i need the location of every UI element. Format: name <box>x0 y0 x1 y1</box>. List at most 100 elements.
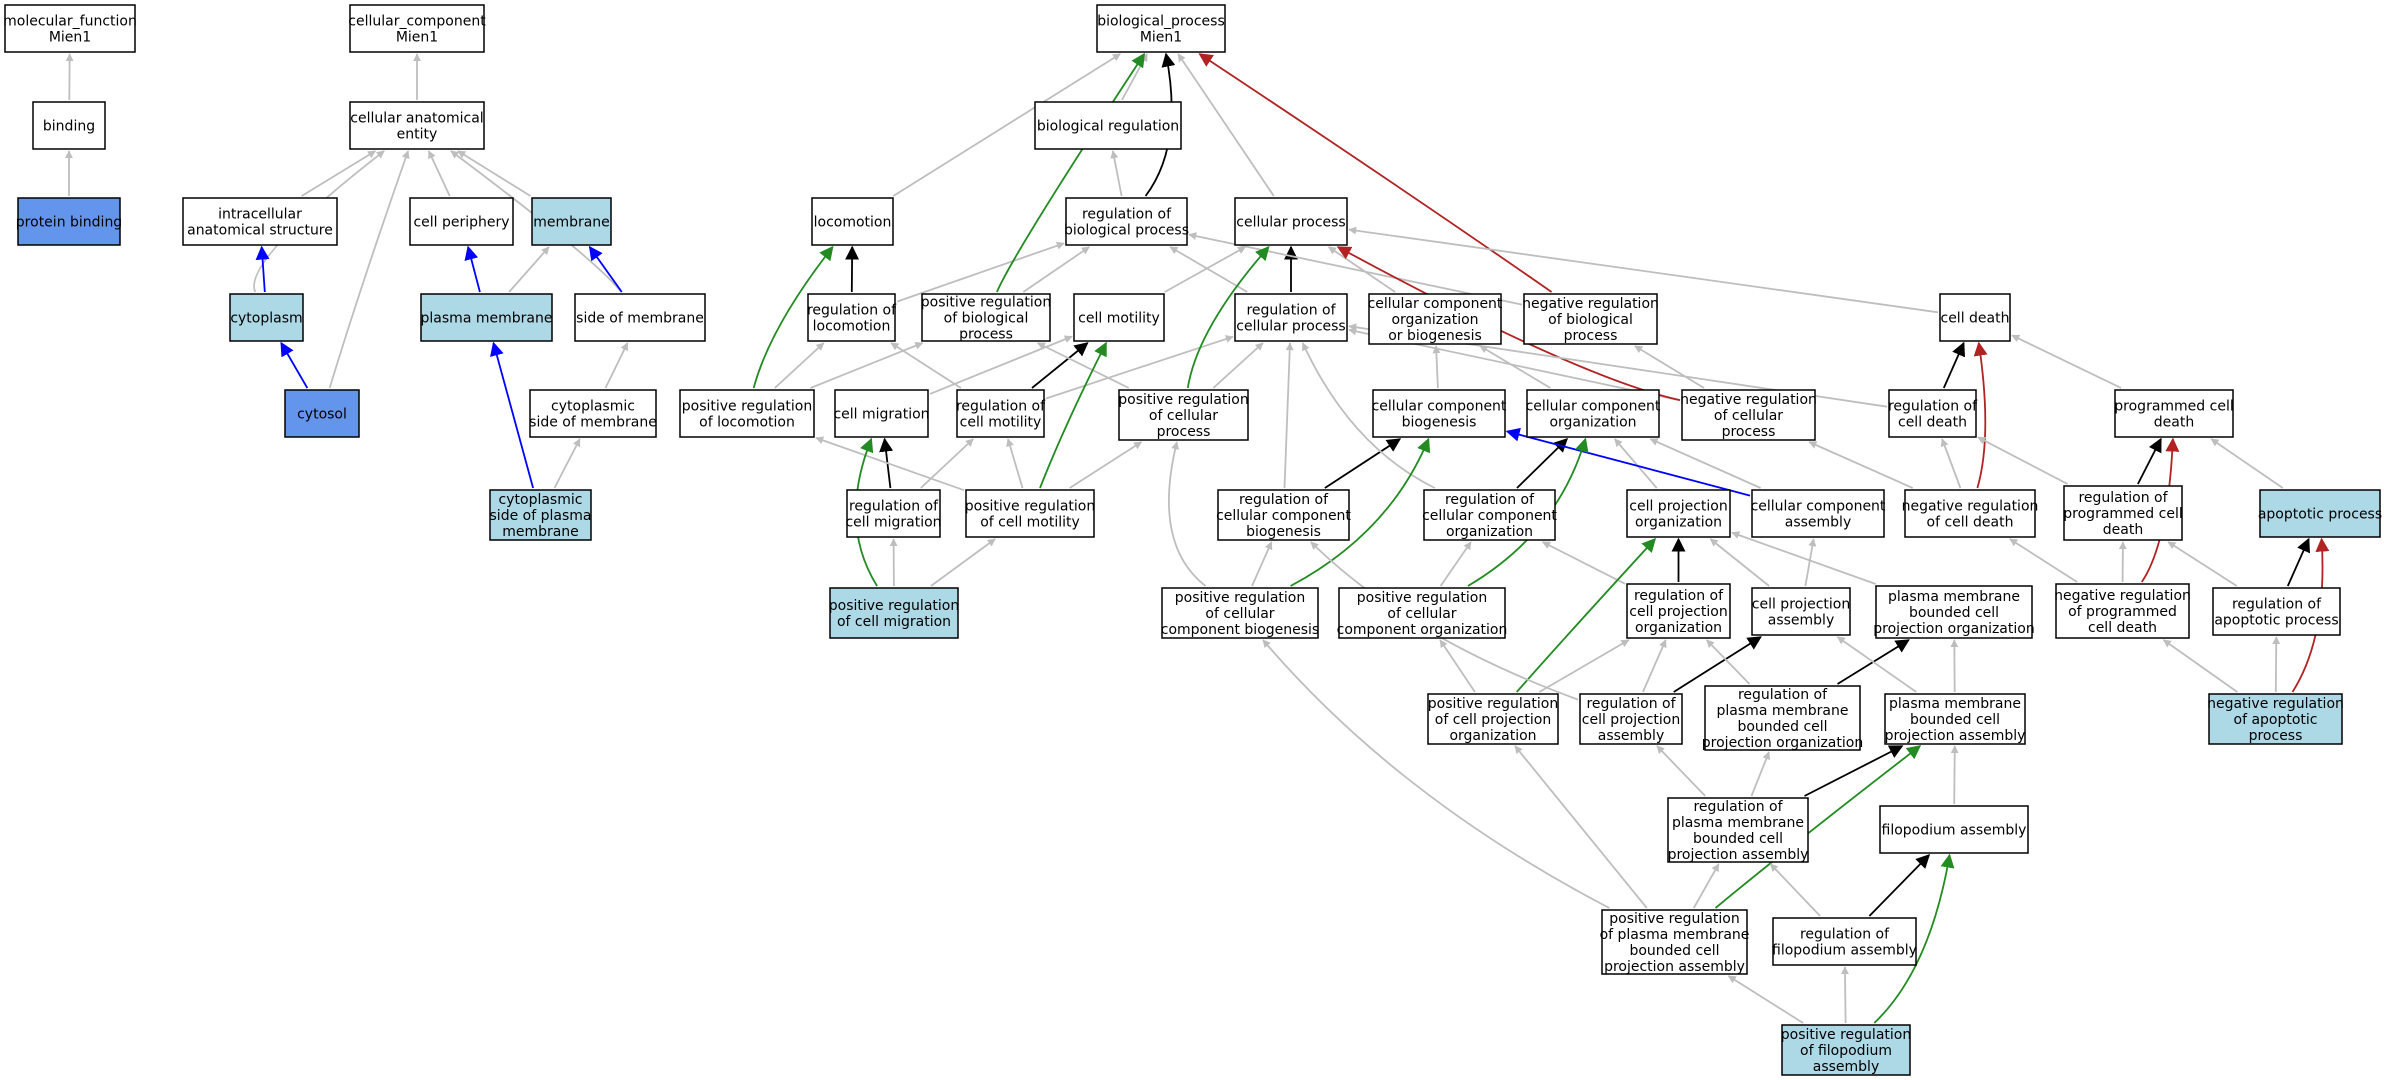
go-term-box <box>811 197 894 246</box>
go-term-box <box>679 389 815 438</box>
go-term-node-cellular-process[interactable]: cellular process <box>1234 197 1348 246</box>
go-term-label-line: of biological <box>1548 312 1633 328</box>
edge-is-a-pos-reg-cp-to-reg-cp <box>1212 342 1264 389</box>
go-term-label-line: cell periphery <box>413 215 509 231</box>
go-term-node-apoptotic-process[interactable]: apoptotic process <box>2258 489 2382 538</box>
edge-is-a-reg-ccb-to-reg-cp <box>1283 342 1294 489</box>
go-term-node-cytoplasm[interactable]: cytoplasm <box>229 293 304 342</box>
go-term-label-line: process <box>1722 424 1776 440</box>
go-term-node-cell-motility[interactable]: cell motility <box>1073 293 1165 342</box>
go-term-node-side-of-membrane[interactable]: side of membrane <box>574 293 706 342</box>
go-term-node-binding[interactable]: binding <box>32 101 106 150</box>
go-term-node-cytosol[interactable]: cytosol <box>284 389 360 438</box>
edge-positively-regulates-pos-reg-cp-to-cellular-process <box>1186 245 1270 389</box>
edge-is-a-cc-biogenesis-to-ccob <box>1432 345 1441 389</box>
go-term-node-cell-migration[interactable]: cell migration <box>833 389 930 438</box>
go-term-label-line: negative regulation <box>2207 696 2344 712</box>
go-term-node-locomotion[interactable]: locomotion <box>811 197 894 246</box>
go-term-label-line: bounded cell <box>1737 719 1827 735</box>
go-term-box <box>1667 797 1809 863</box>
go-term-label-line: organization <box>1549 415 1636 431</box>
go-term-label-line: cell death <box>2088 620 2157 636</box>
edge-part-of-cytoplasm-to-ias <box>255 245 270 293</box>
go-term-label-line: locomotion <box>814 215 892 231</box>
go-term-node-protein-binding[interactable]: protein binding <box>16 197 122 246</box>
edge-is-a-pos-reg-cp-to-pos-reg-bp <box>1036 342 1130 389</box>
go-term-label-line: cellular_component <box>348 14 486 30</box>
edge-is-a-pos-reg-ccb-to-reg-ccb <box>1251 541 1273 587</box>
go-term-node-plasma-membrane[interactable]: plasma membrane <box>420 293 553 342</box>
go-term-box <box>1601 909 1748 975</box>
go-term-box <box>1427 693 1559 745</box>
go-term-node-bio-reg[interactable]: biological regulation <box>1034 101 1182 150</box>
go-term-box <box>420 293 553 342</box>
edge-regulates-reg-cell-motility-to-cell-motility <box>1031 342 1089 389</box>
go-term-node-cell-periphery[interactable]: cell periphery <box>409 197 514 246</box>
go-term-node-cell-death[interactable]: cell death <box>1939 293 2011 342</box>
go-term-label-line: organization <box>1635 620 1722 636</box>
go-term-label-line: assembly <box>1813 1059 1879 1075</box>
edge-is-a-reg-bp-to-bio-reg <box>1110 150 1123 197</box>
edge-is-a-cpa-to-cpo <box>1709 538 1770 587</box>
edge-is-a-neg-reg-cell-death-to-neg-reg-cp <box>1808 441 1914 489</box>
edge-is-a-cc-assembly-to-cc-organization <box>1649 438 1761 489</box>
go-term-box <box>1423 489 1556 541</box>
go-term-node-membrane[interactable]: membrane <box>531 197 612 246</box>
go-term-box <box>1372 389 1506 438</box>
go-term-node-filopodium-assembly[interactable]: filopodium assembly <box>1879 805 2029 854</box>
go-term-label-line: positive regulation <box>682 399 812 415</box>
edge-is-a-cytosol-to-cae <box>328 150 410 389</box>
edge-is-a-pos-reg-pmbcpa-to-pos-reg-ccb <box>1262 639 1610 909</box>
go-term-label-line: bounded cell <box>1909 605 1999 621</box>
go-term-box <box>1161 587 1319 639</box>
go-term-label-line: bounded cell <box>1910 712 2000 728</box>
